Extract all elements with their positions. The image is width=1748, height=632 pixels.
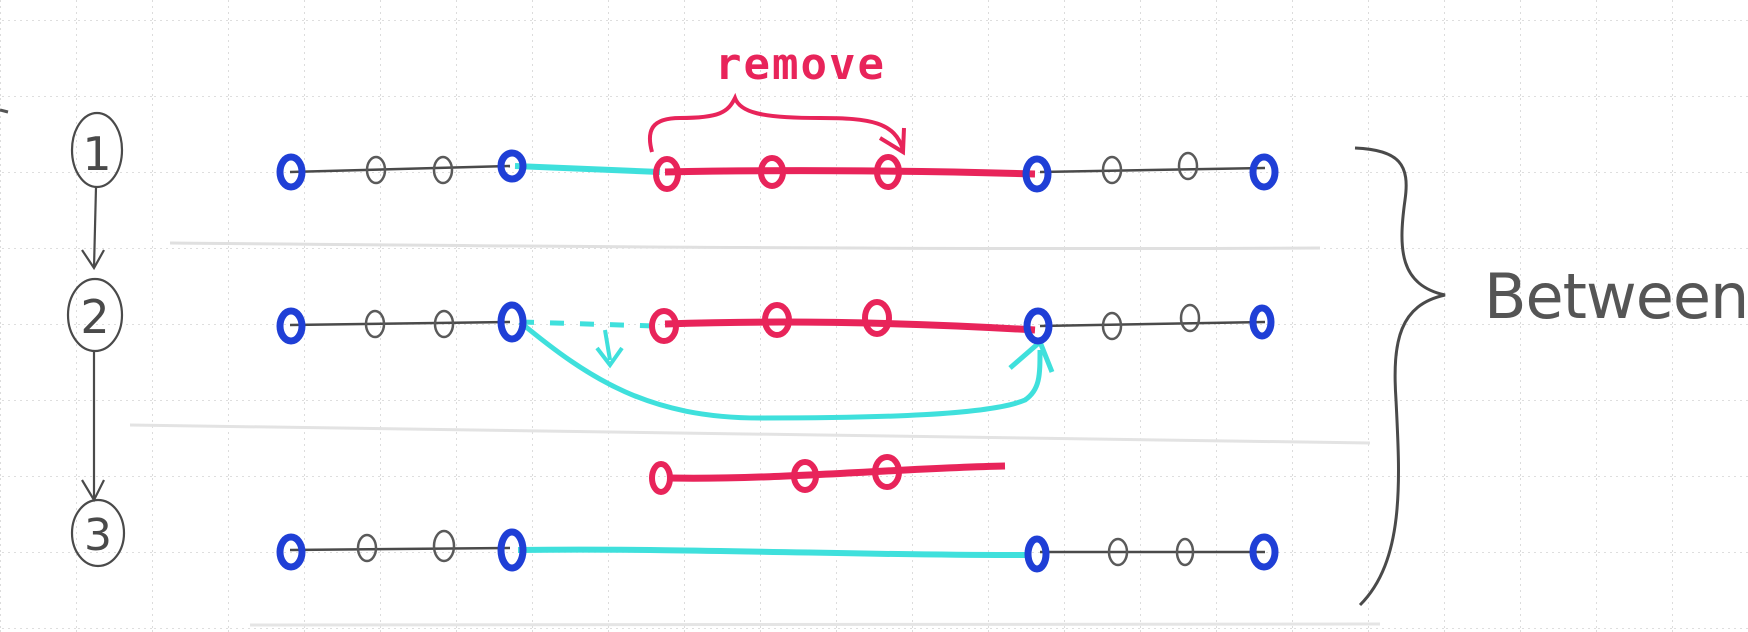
end-node [276, 533, 306, 571]
node [1177, 151, 1199, 181]
removed-node [649, 461, 673, 495]
list-link-bridge [514, 163, 661, 175]
end-node [497, 149, 527, 183]
list-row-2 [276, 299, 1275, 421]
removed-node [874, 154, 902, 190]
step-1-circle [70, 111, 124, 189]
removed-node [862, 299, 892, 337]
node [1107, 537, 1129, 567]
detached-segment [649, 454, 1006, 495]
step-3-label: 3 [84, 510, 112, 561]
removed-node [649, 308, 679, 344]
remove-brace [647, 92, 905, 153]
node [1175, 537, 1195, 567]
step-3-circle [70, 498, 126, 568]
list-row-3 [276, 528, 1279, 573]
smudge-line [249, 621, 1381, 627]
arrowhead-icon [595, 346, 624, 369]
end-node [1023, 307, 1053, 345]
node [356, 533, 378, 563]
end-node [1022, 155, 1052, 193]
removed-segment [664, 318, 1036, 334]
step-1-label: 1 [82, 127, 111, 181]
remove-label: remove [715, 39, 886, 90]
list-link [289, 546, 511, 552]
arrowhead-icon [878, 127, 906, 156]
end-node [1024, 535, 1050, 573]
removed-node [872, 454, 902, 490]
removed-node [653, 156, 681, 192]
end-node [276, 153, 306, 191]
removed-segment [667, 462, 1006, 482]
remove-annotation: remove [647, 39, 906, 156]
end-node [276, 307, 306, 345]
list-link [1039, 166, 1266, 174]
between-annotation: Between [1354, 146, 1748, 607]
end-node [1249, 153, 1279, 191]
end-node [1249, 304, 1275, 340]
step-indicator: 1 2 3 [66, 111, 126, 568]
removed-node [758, 155, 786, 189]
list-link [289, 320, 511, 327]
end-node [1249, 533, 1279, 571]
node [432, 155, 454, 185]
list-row-1 [276, 149, 1279, 193]
node [433, 309, 455, 339]
removed-node [791, 459, 819, 493]
end-node [497, 528, 527, 572]
smudge-line [0, 108, 9, 114]
arrowhead-icon [81, 249, 105, 271]
node [364, 309, 386, 339]
cut-link [519, 319, 656, 329]
relink-arrow [518, 320, 1043, 421]
cut-marker [603, 329, 612, 361]
node [1179, 303, 1201, 333]
node [432, 529, 456, 563]
between-label: Between [1484, 260, 1748, 333]
list-link [1039, 320, 1266, 328]
between-brace [1354, 146, 1446, 607]
node [365, 155, 387, 185]
smudge-line [129, 423, 1371, 445]
step-1-to-2-arrow [92, 186, 98, 269]
node [1101, 311, 1123, 341]
removed-segment [664, 167, 1036, 178]
end-node [497, 301, 527, 343]
removed-node [762, 302, 792, 338]
list-link [289, 164, 511, 174]
step-2-label: 2 [80, 290, 109, 344]
node [1101, 155, 1123, 185]
list-link-bridge [517, 546, 1031, 559]
smudge-line [169, 241, 1321, 251]
